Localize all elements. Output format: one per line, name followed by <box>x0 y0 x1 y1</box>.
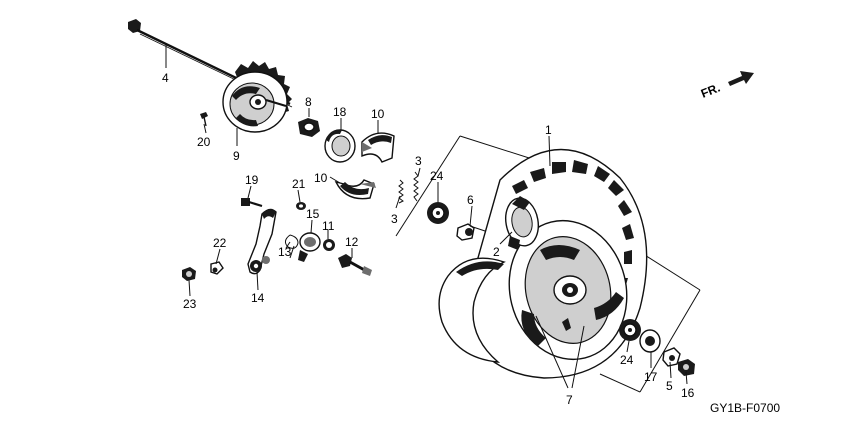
brake-panel-part-9 <box>222 61 292 133</box>
bolt-part-19 <box>241 198 263 208</box>
callout-12: 12 <box>345 235 359 249</box>
o-ring-part-11 <box>323 239 335 251</box>
callout-19: 19 <box>245 173 259 187</box>
distance-collar-part-6 <box>456 223 475 241</box>
brake-arm-part-14 <box>247 208 277 275</box>
callout-5: 5 <box>666 379 673 393</box>
tire-sidewall <box>438 257 506 363</box>
direction-label: FR. <box>699 81 722 101</box>
callout-18: 18 <box>333 105 347 119</box>
washer-part-21 <box>296 202 306 210</box>
callout-10b: 10 <box>314 171 328 185</box>
dust-seal-part-18 <box>324 129 356 163</box>
wheel-assembly-part-1 <box>395 135 701 393</box>
callout-17: 17 <box>644 370 658 384</box>
callout-labels: 4 9 20 8 18 10 10 3 3 24 6 1 2 19 21 15 … <box>162 71 695 407</box>
callout-6: 6 <box>467 193 474 207</box>
bearing-part-24a <box>427 202 449 224</box>
callout-13: 13 <box>278 245 292 259</box>
brake-shoe-upper-part-10 <box>361 132 395 163</box>
callout-24a: 24 <box>430 169 444 183</box>
callout-24b: 24 <box>620 353 634 367</box>
leader-lines <box>165 44 688 389</box>
return-spring-part-13 <box>284 234 299 259</box>
spring-part-3b <box>398 179 404 204</box>
callout-3a: 3 <box>415 154 422 168</box>
speedometer-gearbox-part-2 <box>505 196 539 250</box>
callout-1: 1 <box>545 123 552 137</box>
axle-nut-part-16 <box>678 359 695 376</box>
diagram-code: GY1B-F0700 <box>710 401 780 415</box>
spring-part-3a <box>413 171 419 202</box>
bearing-part-24b <box>619 319 641 341</box>
front-direction-arrow: FR. <box>699 71 754 101</box>
nut-part-23 <box>182 267 196 281</box>
callout-11: 11 <box>322 219 335 233</box>
callout-9: 9 <box>233 149 240 163</box>
wear-indicator-part-15 <box>298 232 321 262</box>
callout-15: 15 <box>306 207 320 221</box>
collar-part-8 <box>298 118 320 137</box>
callout-2: 2 <box>493 245 500 259</box>
callout-3b: 3 <box>391 212 398 226</box>
brake-cam-part-12 <box>338 254 372 276</box>
screw-part-20 <box>200 112 208 127</box>
callout-22: 22 <box>213 236 227 250</box>
callout-10a: 10 <box>371 107 385 121</box>
spacer-part-5 <box>662 347 681 367</box>
callout-16: 16 <box>681 386 695 400</box>
callout-8: 8 <box>305 95 312 109</box>
callout-23: 23 <box>183 297 197 311</box>
callout-7: 7 <box>566 393 573 407</box>
dowel-part-22 <box>210 261 224 275</box>
callout-21: 21 <box>292 177 306 191</box>
callout-14: 14 <box>251 291 265 305</box>
callout-20: 20 <box>197 135 211 149</box>
brake-shoe-lower-part-10 <box>334 179 376 200</box>
callout-4: 4 <box>162 71 169 85</box>
dust-seal-part-17 <box>639 329 661 353</box>
